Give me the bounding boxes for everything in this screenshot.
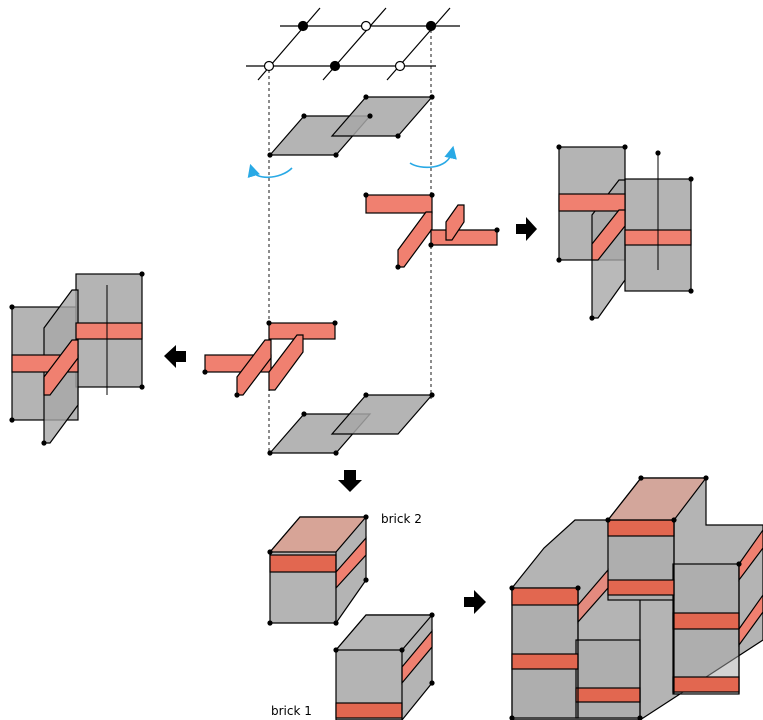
brick-2: [267, 514, 369, 626]
lattice-vertex-open: [263, 60, 275, 72]
arrow-down: [338, 470, 362, 492]
arrow-right-bottom: [464, 590, 486, 614]
lattice-vertex-filled: [425, 20, 437, 32]
arrow-right-top: [516, 217, 537, 241]
assembly-left: [9, 271, 145, 446]
lattice-vertex-open: [360, 20, 372, 32]
lattice-vertex-open: [394, 60, 406, 72]
brick-2-label: brick 2: [381, 512, 422, 526]
red-strips-left: [202, 320, 338, 398]
black-arrows: [164, 217, 537, 614]
top-lattice: [246, 7, 460, 81]
top-tiles: [267, 94, 435, 158]
rotation-arrows: [247, 145, 457, 179]
projection-lines: [268, 30, 432, 455]
bottom-tiles: [267, 392, 435, 456]
lattice-vertex-filled: [297, 20, 309, 32]
red-strips-right: [363, 192, 500, 270]
brick-1: [333, 612, 435, 720]
assembly-right: [556, 144, 694, 321]
brick-1-label: brick 1: [271, 704, 312, 718]
arrow-left: [164, 345, 186, 368]
lattice-vertex-filled: [329, 60, 341, 72]
brick-stack: [509, 475, 763, 720]
